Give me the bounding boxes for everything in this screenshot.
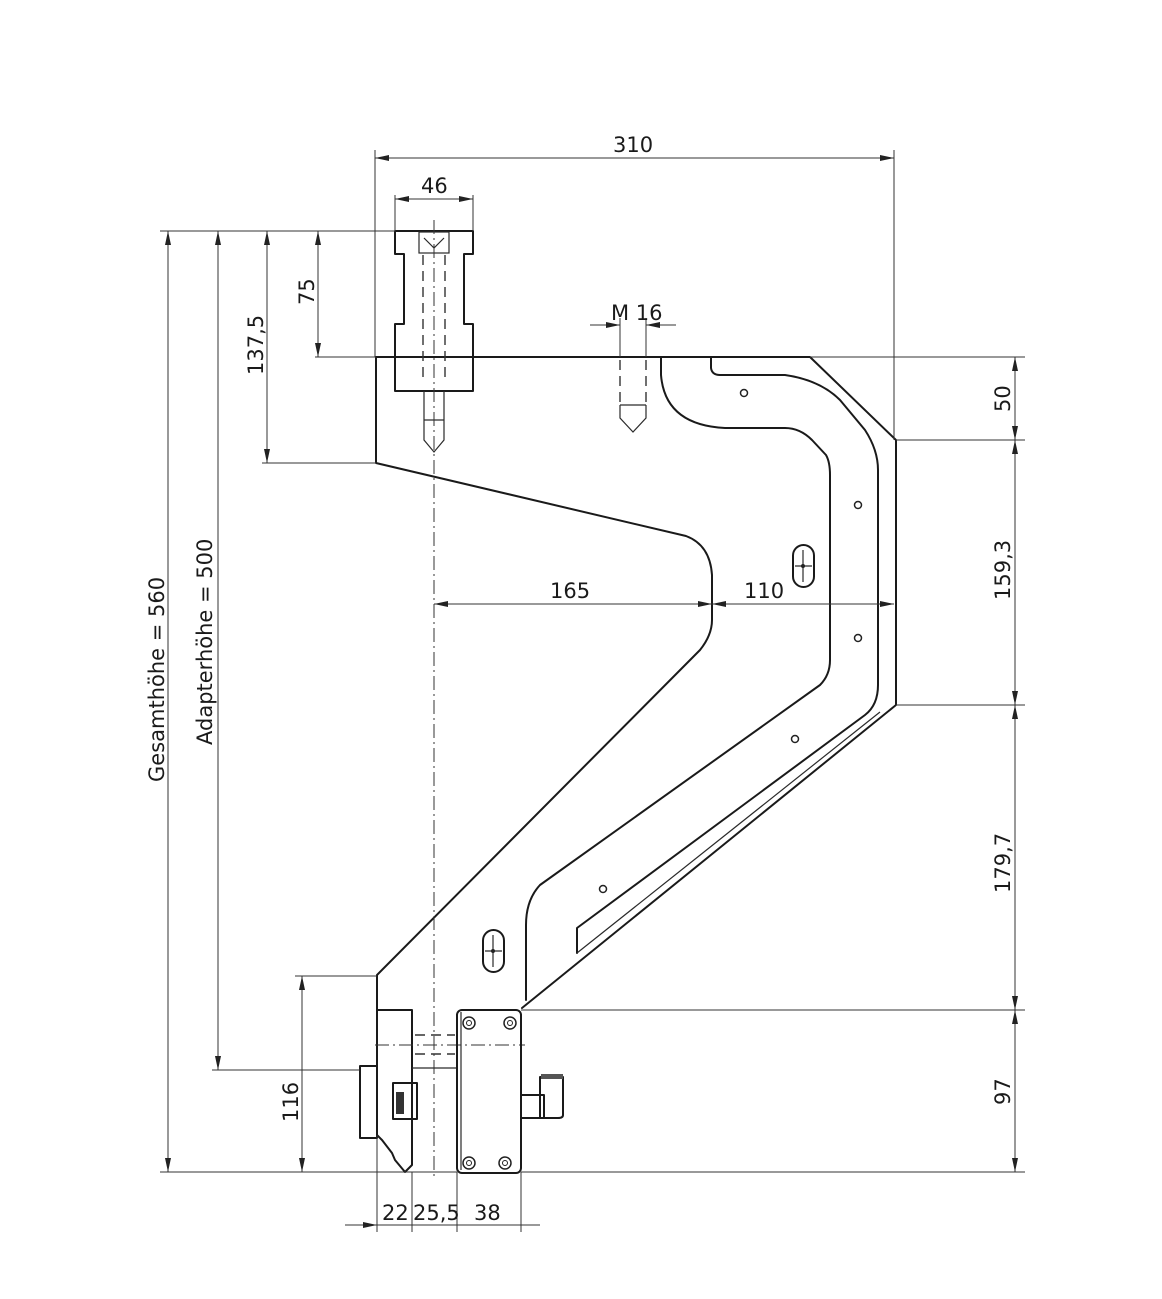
slot-upper xyxy=(792,544,815,588)
thread-hole xyxy=(619,360,647,433)
dim-38: 38 xyxy=(474,1201,501,1225)
bottom-clamp xyxy=(359,1009,525,1173)
dim-25-5: 25,5 xyxy=(413,1201,460,1225)
dim-179-7: 179,7 xyxy=(991,833,1015,893)
bracket-body xyxy=(375,356,897,1011)
dim-75: 75 xyxy=(295,278,319,305)
dim-22: 22 xyxy=(382,1201,409,1225)
slot-lower xyxy=(482,929,505,973)
dim-46: 46 xyxy=(421,174,448,198)
overall-height-label: Gesamthöhe = 560 xyxy=(145,577,169,782)
dim-159-3: 159,3 xyxy=(991,540,1015,600)
dim-165: 165 xyxy=(550,579,590,603)
dim-50: 50 xyxy=(991,385,1015,412)
sensor-box xyxy=(456,1009,522,1174)
dim-310: 310 xyxy=(613,133,653,157)
dim-110: 110 xyxy=(744,579,784,603)
adapter-height-label: Adapterhöhe = 500 xyxy=(193,539,217,745)
dim-137-5: 137,5 xyxy=(244,315,268,375)
dim-97: 97 xyxy=(991,1078,1015,1105)
connector-plug xyxy=(520,1074,564,1119)
dim-m16: M 16 xyxy=(611,301,663,325)
dim-116: 116 xyxy=(279,1082,303,1122)
mounting-holes xyxy=(598,388,863,894)
